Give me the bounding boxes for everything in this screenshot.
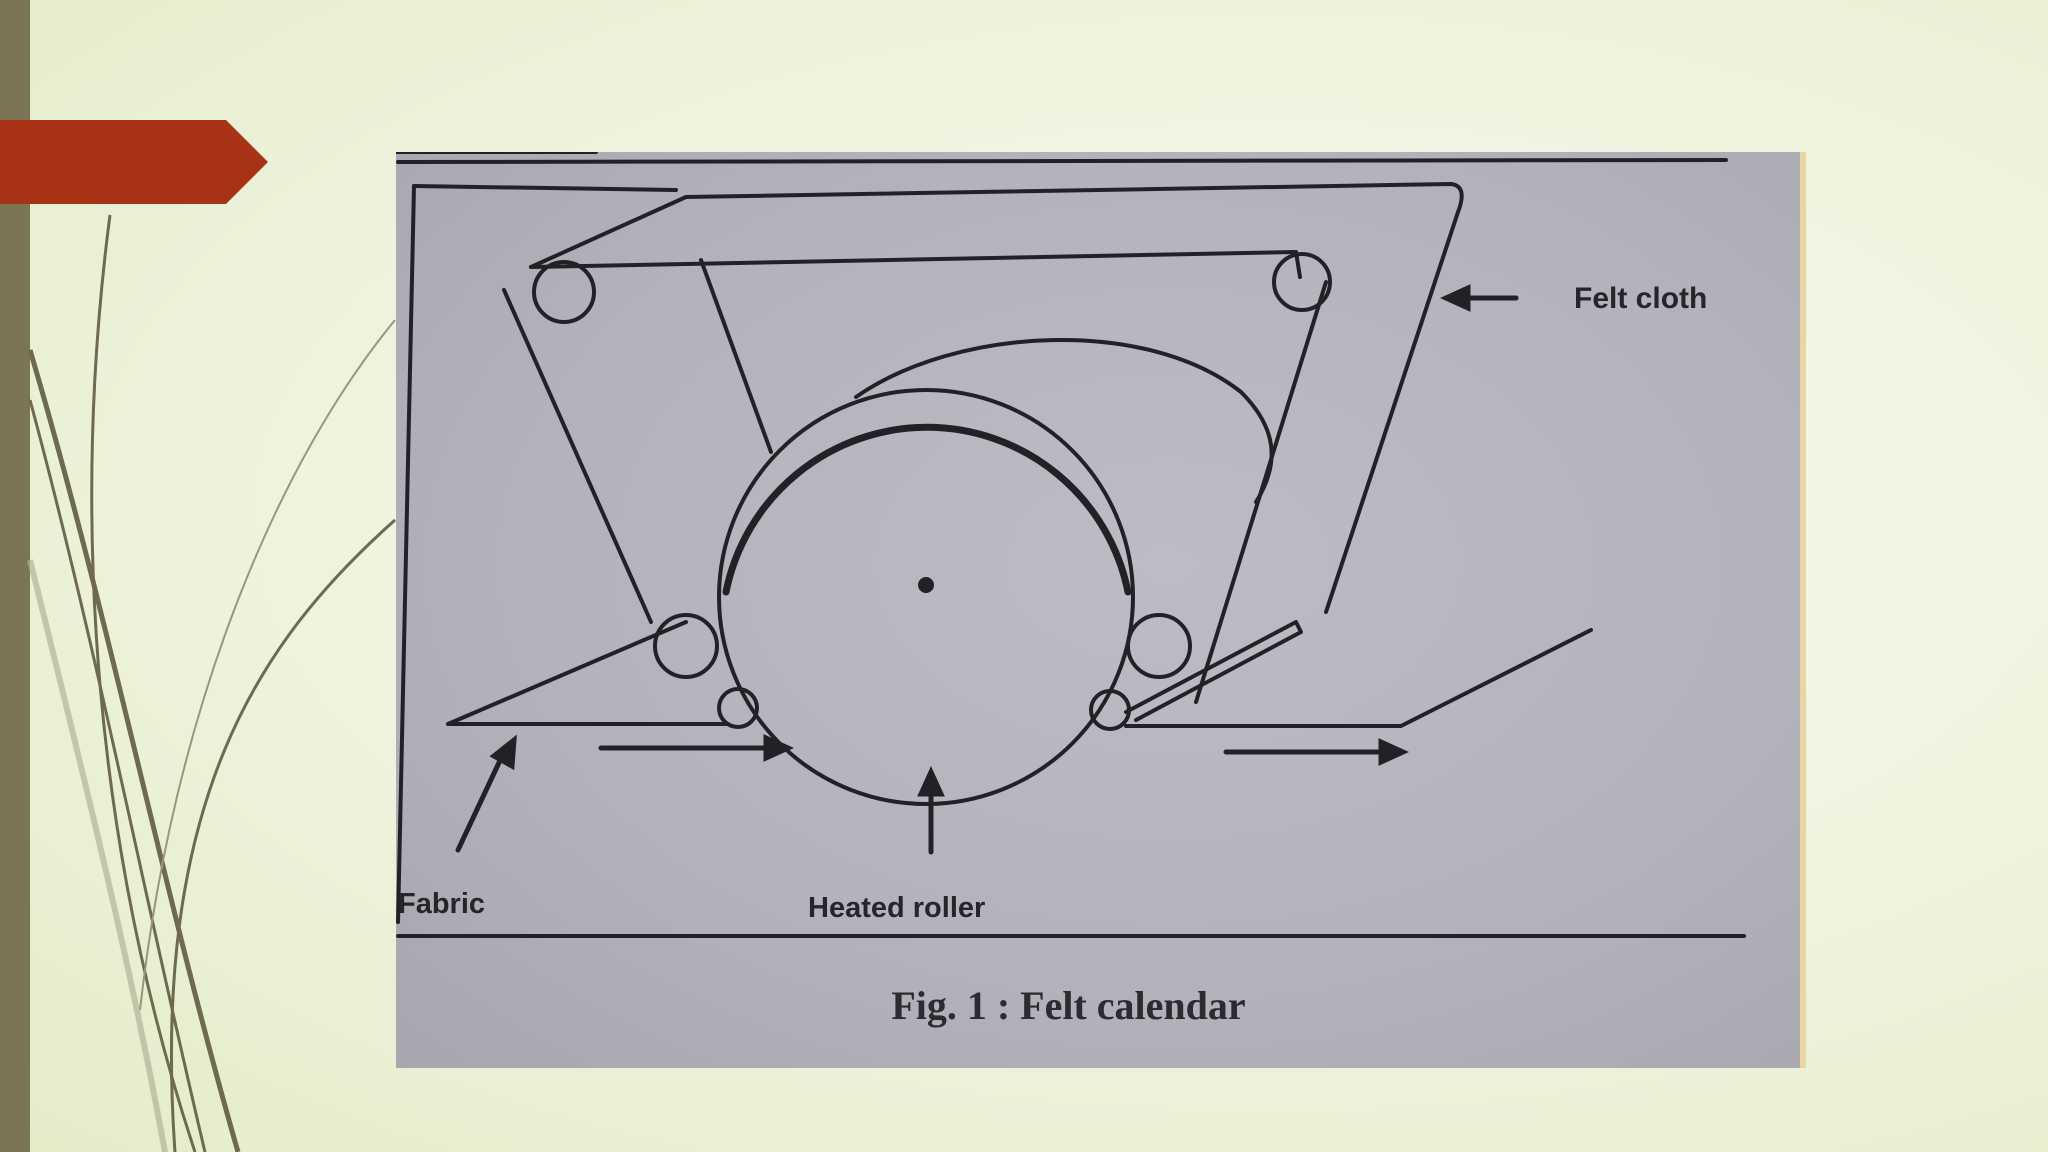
lower-right-felt-roller bbox=[1126, 613, 1192, 679]
frame-left-line bbox=[396, 184, 416, 924]
label-felt-cloth: Felt cloth bbox=[1574, 282, 1708, 315]
felt-cloth-pointer-head bbox=[1439, 284, 1471, 312]
heated-roller-felt-wrap bbox=[722, 423, 1132, 596]
heated-roller bbox=[717, 388, 1135, 806]
heated-roller-axle bbox=[918, 577, 934, 593]
frame-top-segment bbox=[412, 184, 678, 192]
fabric-path-in bbox=[446, 620, 728, 726]
fabric-arrow-head-left bbox=[763, 734, 795, 762]
felt-exit-strip bbox=[1124, 620, 1303, 722]
lower-left-felt-roller bbox=[653, 613, 719, 679]
felt-calendar-diagram bbox=[396, 152, 1746, 938]
right-nip-roller bbox=[1089, 689, 1131, 731]
felt-cloth-left-run bbox=[502, 288, 653, 624]
top-left-guide-roller bbox=[532, 260, 596, 324]
label-heated-roller: Heated roller bbox=[808, 892, 986, 924]
frame-top-line bbox=[396, 158, 1728, 164]
left-nip-roller bbox=[717, 687, 759, 729]
label-fabric: Fabric bbox=[398, 888, 486, 920]
fabric-pointer-arrow bbox=[455, 749, 507, 853]
top-right-guide-roller bbox=[1272, 252, 1332, 312]
accent-arrow-tab bbox=[0, 120, 268, 204]
back-roller bbox=[854, 337, 1274, 504]
felt-cloth-outer-belt bbox=[529, 182, 1464, 614]
fabric-arrow-head-right bbox=[1378, 738, 1410, 766]
decorative-swoosh-lines bbox=[27, 214, 396, 1152]
heated-roller-pointer-head bbox=[917, 765, 945, 797]
figure-caption: Fig. 1 : Felt calendar bbox=[891, 983, 1246, 1028]
diagram-photo: Felt cloth Fabric Heated roller Fig. 1 :… bbox=[396, 152, 1800, 1068]
felt-cloth-inner-diagonal bbox=[699, 258, 773, 454]
fabric-pointer-head bbox=[489, 734, 517, 771]
fabric-path-out bbox=[1124, 628, 1593, 728]
felt-cloth-inner-belt bbox=[529, 250, 1302, 279]
